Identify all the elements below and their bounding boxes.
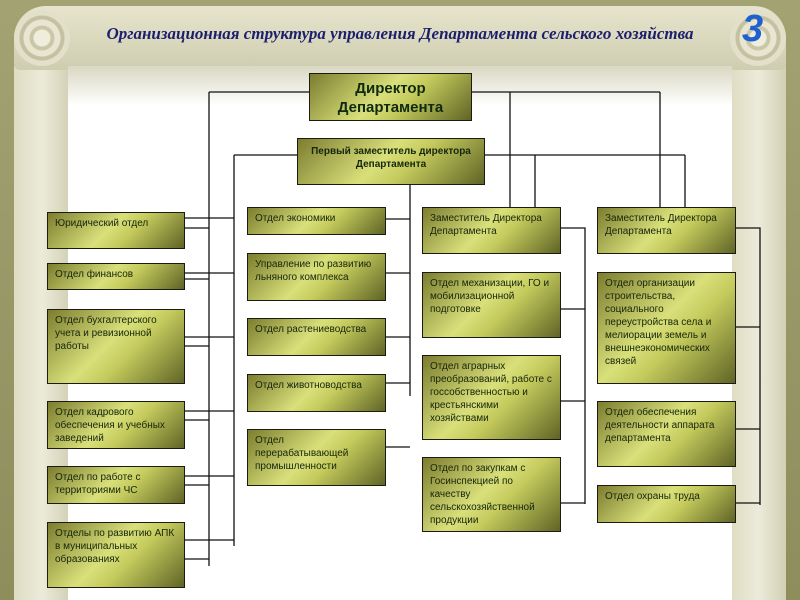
deputy-a-unit-box: Отдел механизации, ГО и мобилизационной … — [422, 272, 561, 338]
left-unit-box: Отдел кадрового обеспечения и учебных за… — [47, 401, 185, 449]
left-volute — [14, 10, 70, 66]
first-deputy-box: Первый заместитель директора Департамент… — [297, 138, 485, 185]
deputy-b-unit-box: Отдел охраны труда — [597, 485, 736, 523]
left-unit-box: Отдел бухгалтерского учета и ревизионной… — [47, 309, 185, 384]
deputy-a-unit-box: Отдел по закупкам с Госинспекцией по кач… — [422, 457, 561, 532]
deputy-b-unit-box: Отдел обеспечения деятельности аппарата … — [597, 401, 736, 467]
middle-unit-box: Отдел растениеводства — [247, 318, 386, 356]
slide-title: Организационная структура управления Деп… — [106, 24, 694, 43]
deputy-b-unit-box: Отдел организации строительства, социаль… — [597, 272, 736, 384]
title-banner — [14, 6, 786, 70]
middle-unit-box: Отдел перерабатывающей промышленности — [247, 429, 386, 486]
left-unit-box: Отделы по развитию АПК в муниципальных о… — [47, 522, 185, 588]
right-volute — [730, 10, 786, 66]
deputy-b-box: Заместитель Директора Департамента — [597, 207, 736, 254]
middle-unit-box: Отдел животноводства — [247, 374, 386, 412]
slide-number: 3 — [742, 8, 764, 50]
deputy-a-unit-box: Отдел аграрных преобразований, работе с … — [422, 355, 561, 440]
middle-unit-box: Управление по развитию льняного комплекс… — [247, 253, 386, 301]
middle-unit-box: Отдел экономики — [247, 207, 386, 235]
left-unit-box: Отдел по работе с территориями ЧС — [47, 466, 185, 504]
deputy-a-box: Заместитель Директора Департамента — [422, 207, 561, 254]
left-unit-box: Отдел финансов — [47, 263, 185, 290]
director-box: Директор Департамента — [309, 73, 472, 121]
left-unit-box: Юридический отдел — [47, 212, 185, 249]
right-pillar — [730, 66, 786, 600]
